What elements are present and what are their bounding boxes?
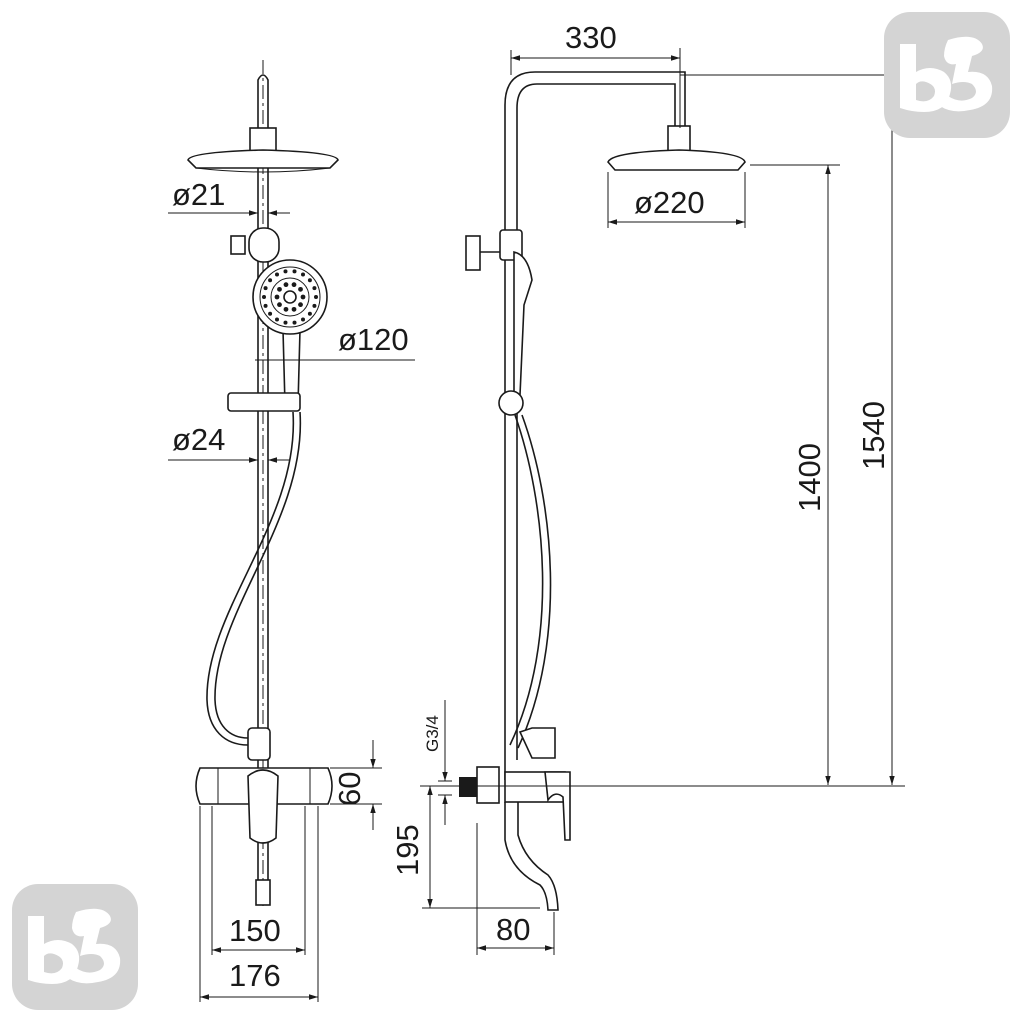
shower-hose [206, 411, 295, 746]
bb-logo-icon [900, 36, 993, 112]
nozzle [262, 295, 266, 299]
nozzle [312, 303, 317, 308]
nozzle [283, 282, 289, 288]
nozzle [268, 278, 273, 283]
nozzle [268, 311, 273, 316]
nozzle [275, 317, 279, 322]
eccentric-nut [476, 766, 500, 804]
nozzle [275, 272, 279, 277]
nozzle [274, 294, 280, 300]
slide-clamp [248, 227, 280, 263]
dim-mixer-height: 60 [332, 772, 367, 806]
front-view: ø21 ø120 ø24 60 150 176 [168, 60, 415, 1002]
nozzle [291, 282, 297, 288]
nozzle [283, 306, 289, 312]
hose-side [509, 414, 544, 746]
side-view: 330 ø220 1400 1540 G3/4 195 80 [390, 20, 905, 955]
dim-total-height: 1540 [856, 401, 891, 470]
clamp-knob [230, 235, 246, 255]
nozzle [263, 303, 268, 308]
nozzle [298, 302, 303, 308]
nozzle [301, 317, 305, 322]
dim-head-diameter: ø220 [634, 185, 705, 220]
nozzle [277, 302, 282, 308]
dim-spout-height: 195 [390, 824, 425, 876]
hose-slider [227, 392, 301, 412]
dim-head-height: 1400 [792, 443, 827, 512]
mixer-lever-side [544, 771, 571, 841]
nozzle [263, 286, 268, 291]
nozzle [300, 294, 306, 300]
nozzle [312, 286, 317, 291]
nozzle [283, 320, 288, 325]
shower-rod [257, 74, 269, 905]
spout [504, 802, 559, 911]
thread-fitting [459, 777, 477, 797]
rain-shower-head-side [607, 149, 746, 171]
watermark-logo-top-right [884, 12, 1010, 138]
head-connector-side [667, 125, 691, 154]
hand-shower [252, 259, 328, 335]
dim-spout-reach: 80 [496, 912, 530, 947]
rain-shower-head [187, 149, 339, 169]
nozzle [291, 306, 297, 312]
nozzle [298, 286, 303, 292]
nozzle [307, 311, 312, 316]
dim-outer-width: 176 [229, 958, 281, 993]
diverter-side [518, 727, 556, 759]
bracket-knob [465, 235, 481, 271]
dim-thread: G3/4 [423, 715, 442, 752]
dim-hand-shower: ø120 [338, 322, 409, 357]
riser-pipe [504, 71, 686, 780]
dim-reach: 330 [565, 20, 617, 55]
hand-shower-side [513, 251, 533, 396]
dim-inner-width: 150 [229, 913, 281, 948]
mixer-lever [247, 769, 279, 844]
bb-logo-icon [28, 908, 121, 984]
slider-ball [498, 390, 524, 416]
dim-rod: ø24 [172, 422, 225, 457]
nozzle [307, 278, 312, 283]
dim-head-pipe: ø21 [172, 177, 225, 212]
diverter [247, 727, 271, 761]
spray-nozzles [262, 269, 318, 325]
nozzle [292, 269, 297, 274]
rod-bottom [255, 879, 271, 906]
nozzle [314, 295, 318, 299]
nozzle [283, 269, 288, 274]
watermark-logo-bottom-left [12, 884, 138, 1010]
nozzle [301, 272, 305, 277]
nozzle [277, 286, 282, 292]
nozzle [292, 320, 297, 325]
